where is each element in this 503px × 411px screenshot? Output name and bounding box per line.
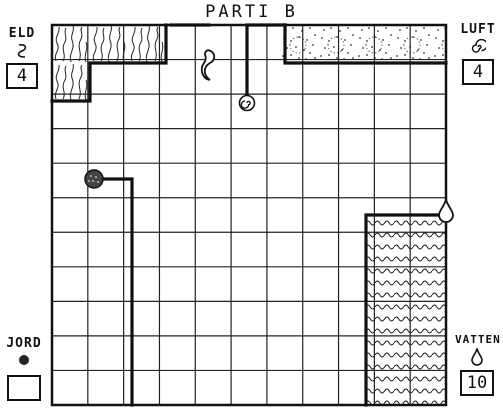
jord-path-wall bbox=[98, 179, 132, 405]
luft-path-wall bbox=[247, 25, 285, 101]
air-zone bbox=[280, 25, 446, 63]
water-piece[interactable] bbox=[439, 200, 453, 222]
water-zone bbox=[366, 215, 446, 405]
air-piece[interactable] bbox=[240, 96, 255, 111]
fire-piece[interactable] bbox=[202, 50, 215, 80]
earth-piece[interactable] bbox=[85, 170, 103, 188]
